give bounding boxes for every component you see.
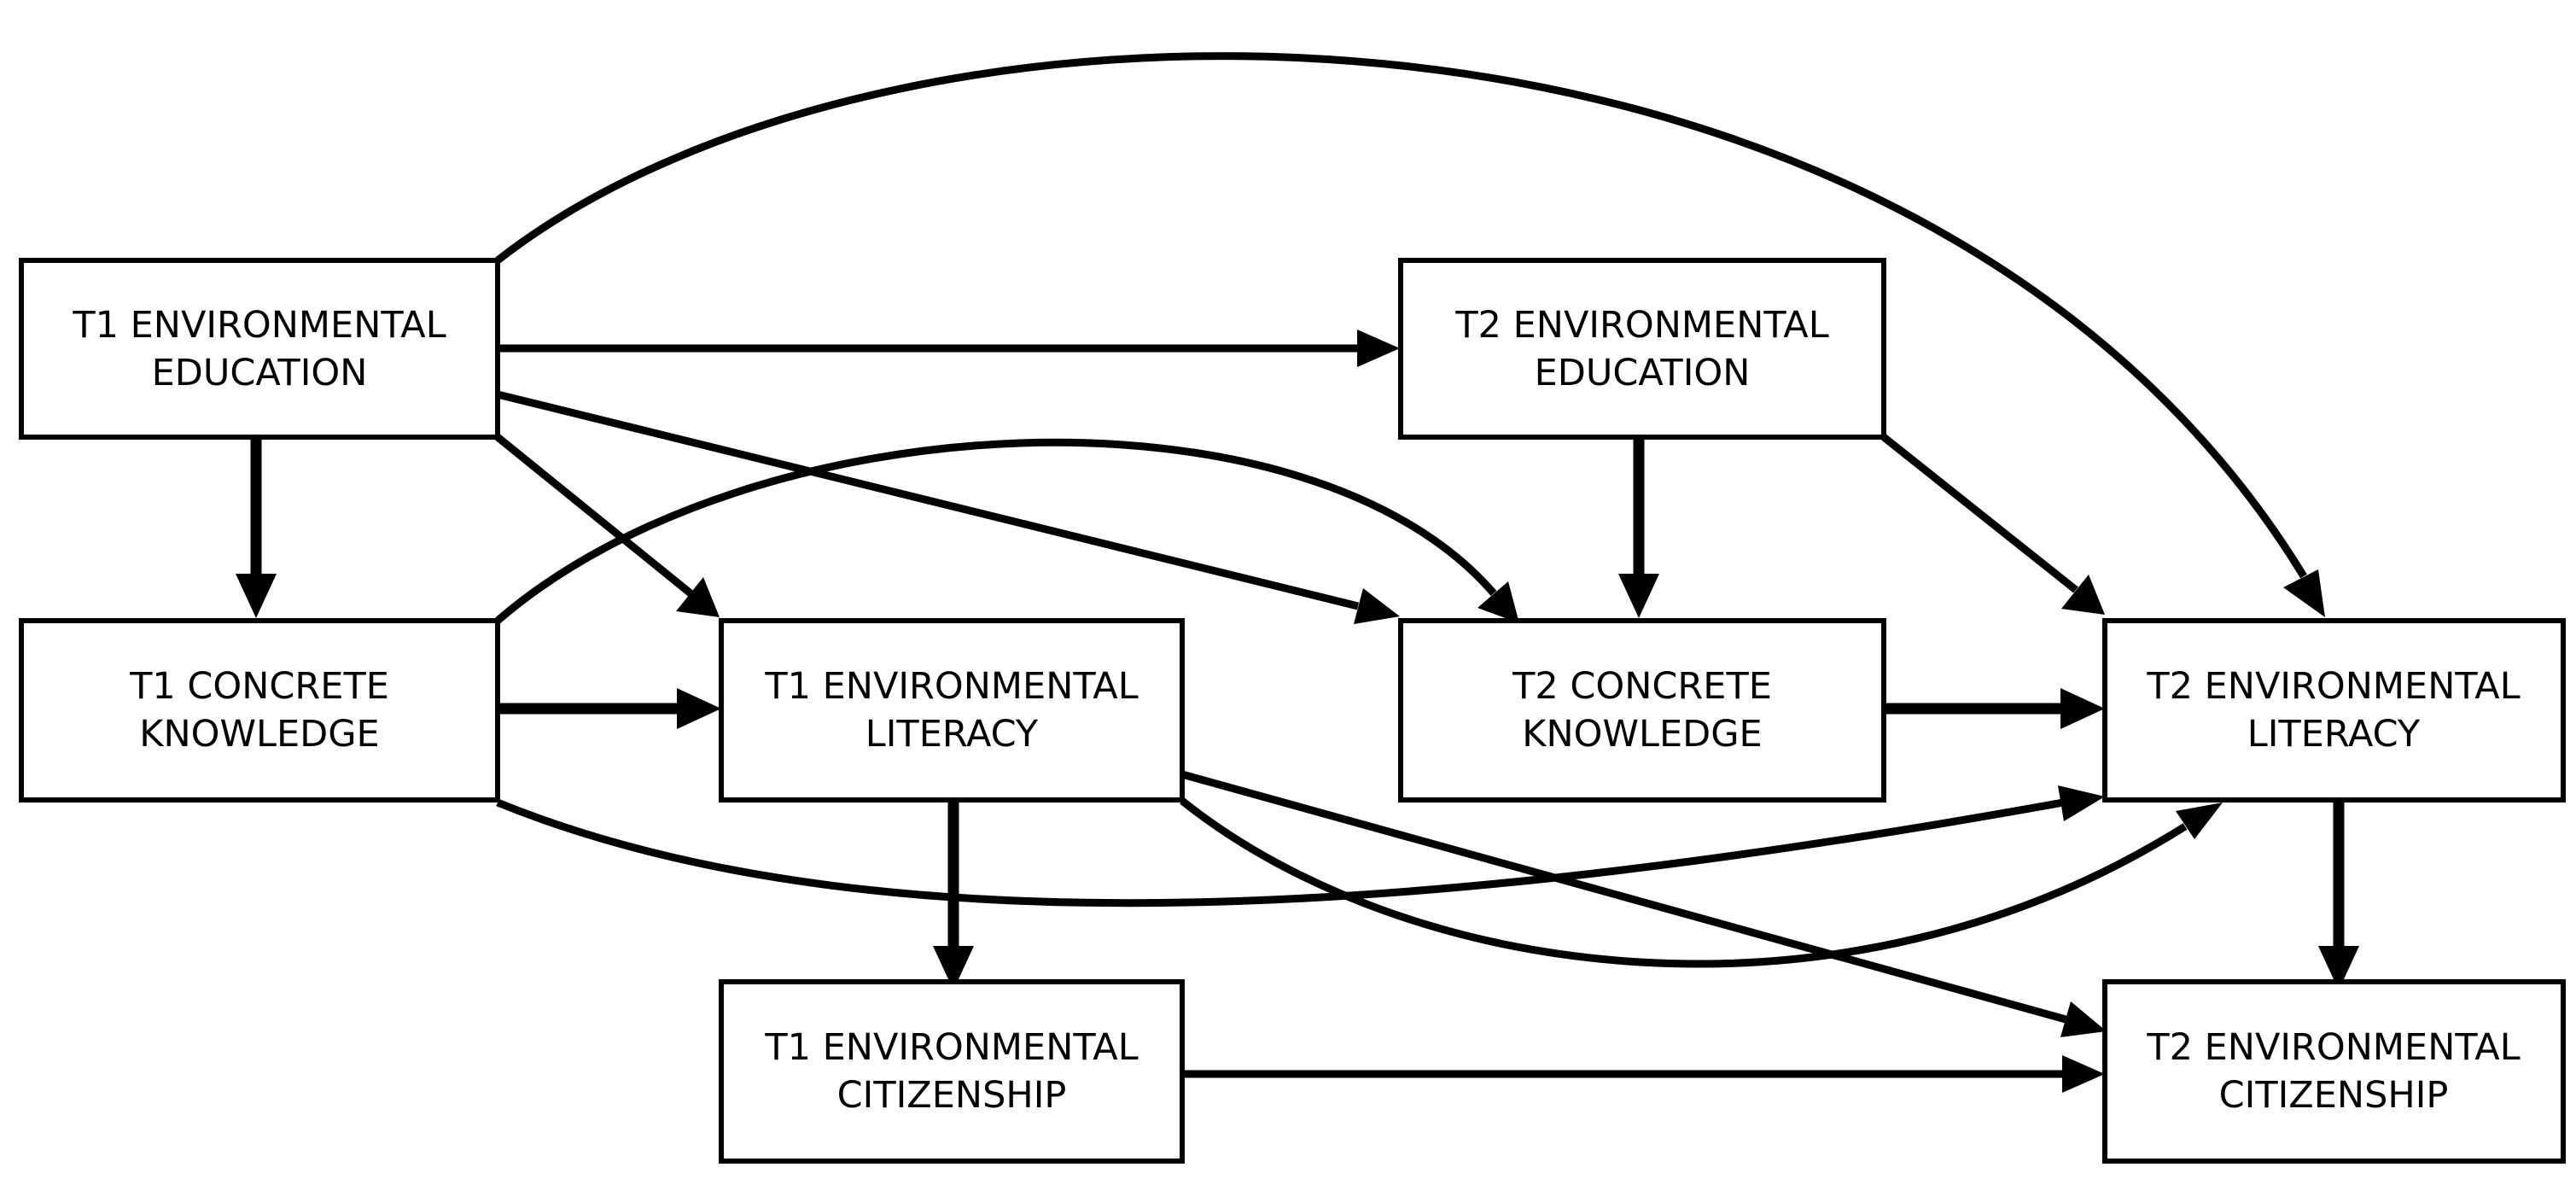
edge-t1-knowledge-to-t1-literacy [498,688,721,729]
edge-t2-education-to-t2-knowledge [1618,437,1659,618]
edges [236,52,2359,1093]
node-label-line1: T2 ENVIRONMENTAL [1454,304,1828,347]
edge-t1-literacy-to-t1-citizenship [933,801,974,990]
edge-t1-education-to-t2-literacy [495,52,2325,617]
edge-t1-knowledge-to-t2-knowledge [495,438,1519,624]
edge-t2-literacy-to-t2-citizenship [2318,801,2359,990]
node-label-line1: T1 ENVIRONMENTAL [72,304,446,347]
edge-t2-knowledge-to-t2-literacy [1884,688,2105,729]
node-label-line1: T2 ENVIRONMENTAL [2146,1026,2520,1069]
node-label-line1: T1 CONCRETE [129,665,389,708]
node-label-line2: EDUCATION [1535,352,1751,394]
node-label-line1: T2 ENVIRONMENTAL [2146,665,2520,708]
node-t1-environmental-citizenship: T1 ENVIRONMENTAL CITIZENSHIP [719,979,1185,1164]
node-label-line2: CITIZENSHIP [2219,1074,2449,1117]
edge-t1-education-to-t1-literacy [495,434,720,617]
edge-t1-literacy-to-t2-literacy [1180,797,2223,968]
node-t1-concrete-knowledge: T1 CONCRETE KNOWLEDGE [19,618,500,803]
node-label-line2: LITERACY [865,713,1039,756]
edge-t1-citizenship-to-t2-citizenship [1182,1055,2105,1093]
node-t1-environmental-literacy: T1 ENVIRONMENTAL LITERACY [719,618,1185,803]
node-t2-environmental-education: T2 ENVIRONMENTAL EDUCATION [1398,258,1886,440]
node-t2-environmental-literacy: T2 ENVIRONMENTAL LITERACY [2102,618,2566,803]
node-label-line1: T1 ENVIRONMENTAL [764,665,1138,708]
node-t1-environmental-education: T1 ENVIRONMENTAL EDUCATION [19,258,500,440]
edge-t1-knowledge-to-t2-literacy [496,785,2105,908]
edge-t1-literacy-to-t2-citizenship [1180,770,2107,1037]
nodes: T1 ENVIRONMENTAL EDUCATION T2 ENVIRONMEN… [19,258,2566,1164]
edge-t2-education-to-t2-literacy [1881,434,2105,615]
node-label-line2: LITERACY [2247,713,2421,756]
node-label-line2: CITIZENSHIP [837,1074,1067,1117]
node-t2-concrete-knowledge: T2 CONCRETE KNOWLEDGE [1398,618,1886,803]
edge-t1-education-to-t2-education [498,330,1400,367]
node-label-line2: EDUCATION [152,352,368,394]
node-label-line1: T2 CONCRETE [1512,665,1772,708]
edge-t1-education-to-t2-knowledge [496,390,1400,624]
edge-t1-education-to-t1-knowledge [236,437,277,618]
node-label-line1: T1 ENVIRONMENTAL [764,1026,1138,1069]
node-label-line2: KNOWLEDGE [1522,713,1762,756]
node-t2-environmental-citizenship: T2 ENVIRONMENTAL CITIZENSHIP [2102,979,2566,1164]
node-label-line2: KNOWLEDGE [139,713,379,756]
